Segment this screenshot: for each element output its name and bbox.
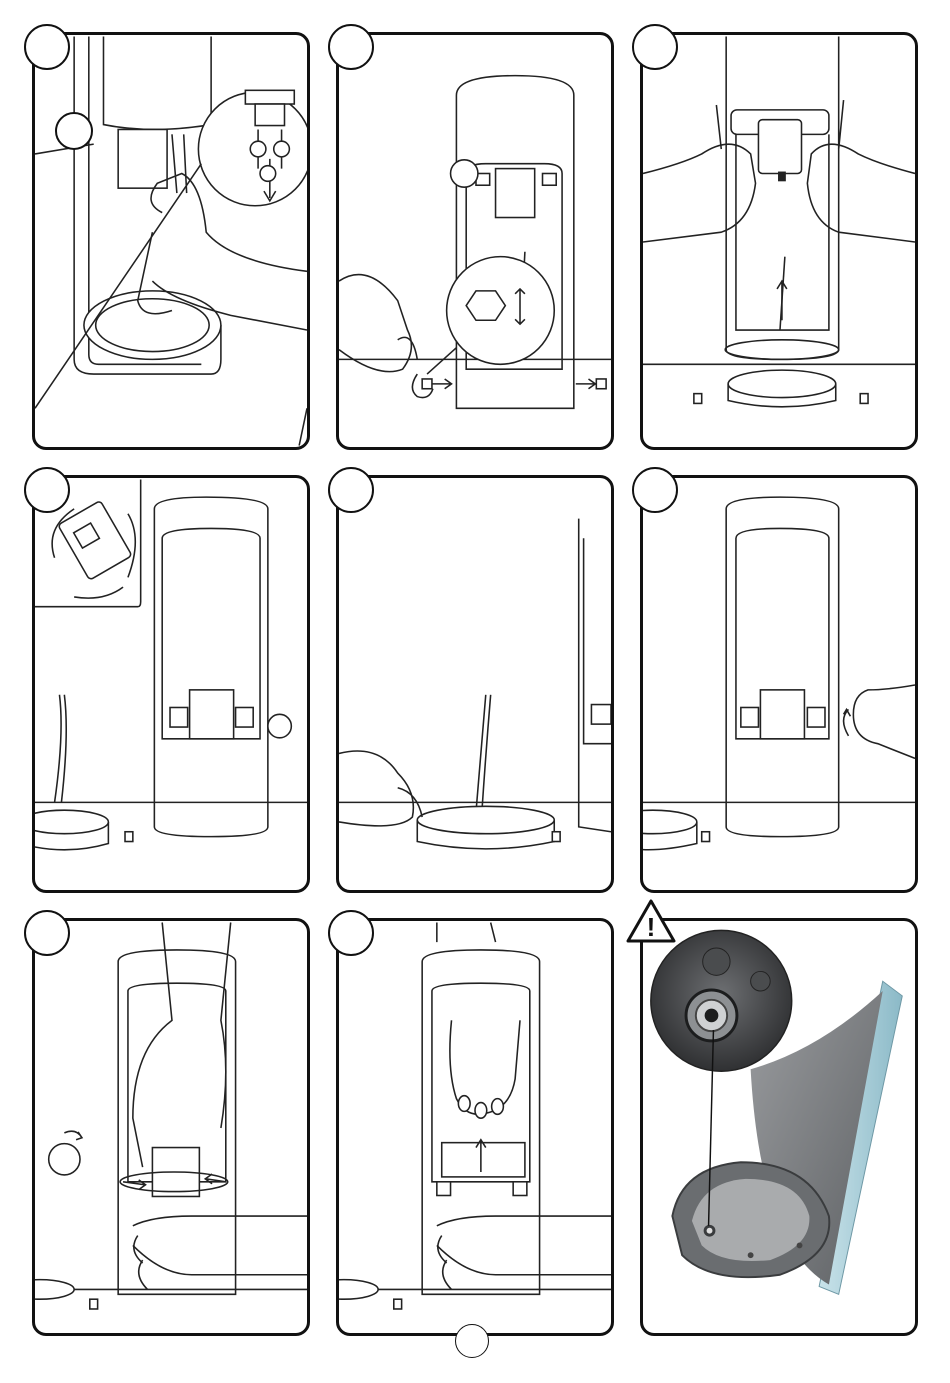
warning-panel bbox=[640, 918, 918, 1336]
illustration-disconnect-tube bbox=[35, 35, 307, 447]
illustration-remove-screws bbox=[339, 35, 611, 447]
step-panel-8 bbox=[336, 918, 614, 1336]
illustration-tighten-holder bbox=[643, 478, 915, 890]
step-badge-7 bbox=[24, 910, 70, 956]
step-panel-7 bbox=[32, 918, 310, 1336]
step-panel-3 bbox=[640, 32, 918, 450]
step-panel-4 bbox=[32, 475, 310, 893]
step-panel-1 bbox=[32, 32, 310, 450]
warning-symbol: ! bbox=[647, 912, 656, 942]
step-panel-2 bbox=[336, 32, 614, 450]
illustration-push-holder bbox=[339, 921, 611, 1333]
step-badge-1 bbox=[24, 24, 70, 70]
step-panel-5 bbox=[336, 475, 614, 893]
step-badge-4 bbox=[24, 467, 70, 513]
step-badge-5 bbox=[328, 467, 374, 513]
illustration-insert-tube bbox=[339, 478, 611, 890]
page-number bbox=[455, 1324, 489, 1358]
warning-triangle-icon: ! bbox=[626, 898, 676, 944]
illustration-rotate-holder bbox=[35, 478, 307, 890]
photo-valve-connection bbox=[643, 921, 915, 1333]
step-badge-6 bbox=[632, 467, 678, 513]
step-badge-3 bbox=[632, 24, 678, 70]
illustration-turn-holder bbox=[35, 921, 307, 1333]
step-badge-2 bbox=[328, 24, 374, 70]
callout-badge-a bbox=[55, 112, 93, 150]
step-panel-6 bbox=[640, 475, 918, 893]
illustration-lift-cylinder bbox=[643, 35, 915, 447]
step-badge-8 bbox=[328, 910, 374, 956]
